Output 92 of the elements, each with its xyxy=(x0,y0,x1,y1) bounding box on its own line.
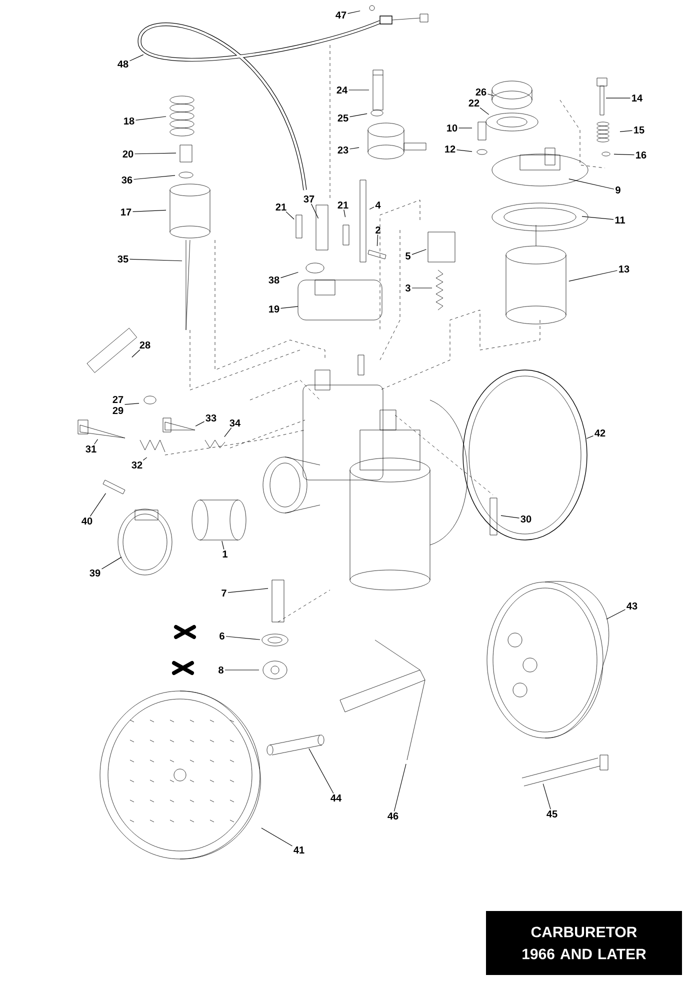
leader-line xyxy=(129,258,182,262)
leader-line xyxy=(280,272,298,278)
callout-number: 32 xyxy=(132,461,142,469)
callout-number: 1 xyxy=(222,550,228,558)
callout-number: 21 xyxy=(276,204,286,210)
leader-line xyxy=(132,349,140,358)
leader-line xyxy=(412,249,427,255)
leader-line xyxy=(129,54,144,62)
leader-line xyxy=(582,216,614,220)
leader-line xyxy=(133,175,176,180)
callout-number: 9 xyxy=(616,186,620,194)
callout-number: 31 xyxy=(86,445,96,453)
callout-number: 42 xyxy=(594,430,606,436)
callout-number: 44 xyxy=(330,794,342,802)
callout-number: 8 xyxy=(218,666,224,674)
callout-number: 5 xyxy=(406,252,410,260)
leader-line xyxy=(124,403,140,405)
leader-line xyxy=(568,270,618,282)
callout-number: 11 xyxy=(615,216,625,224)
callout-number: 21 xyxy=(338,202,348,208)
callout-number: 40 xyxy=(82,517,92,525)
callout-number: 46 xyxy=(388,812,398,820)
leader-line xyxy=(226,636,260,640)
callout-number: 33 xyxy=(206,414,216,422)
callout-number: 23 xyxy=(338,146,348,154)
leader-line xyxy=(542,784,551,810)
callout-number: 17 xyxy=(121,208,132,216)
callout-number: 12 xyxy=(445,146,456,152)
callout-number: 3 xyxy=(405,284,410,292)
leader-line xyxy=(261,828,293,846)
leader-line xyxy=(308,748,334,794)
leader-line xyxy=(101,556,122,570)
leader-line xyxy=(94,439,98,445)
callout-number: 10 xyxy=(447,124,458,132)
title-banner: CARBURETOR 1966 AND LATER xyxy=(486,911,682,975)
leader-line xyxy=(222,540,224,550)
callout-number: 15 xyxy=(634,126,644,134)
leader-line xyxy=(606,609,626,620)
leader-line xyxy=(286,211,294,220)
leader-line xyxy=(228,588,268,593)
leader-line xyxy=(344,209,346,218)
callout-number: 28 xyxy=(140,341,150,349)
callout-number: 35 xyxy=(118,255,128,263)
callout-number: 47 xyxy=(336,12,346,18)
leader-line xyxy=(480,107,490,115)
leader-line xyxy=(586,436,594,439)
callout-number: 13 xyxy=(619,265,630,273)
callout-number: 30 xyxy=(520,515,532,523)
leader-line xyxy=(487,94,494,96)
callout-number: 45 xyxy=(546,810,558,818)
leader-line xyxy=(376,234,378,246)
leader-line xyxy=(620,130,633,132)
callout-number: 26 xyxy=(476,88,486,96)
callout-number: 36 xyxy=(122,176,132,184)
leader-line xyxy=(195,421,205,426)
callout-number: 25 xyxy=(338,114,348,122)
leader-line xyxy=(280,306,298,309)
leader-line xyxy=(142,457,148,461)
leader-line xyxy=(456,149,472,152)
callout-number: 6 xyxy=(220,632,224,640)
leader-line xyxy=(394,764,406,812)
leader-line xyxy=(134,152,176,154)
leader-line xyxy=(369,206,374,210)
leader-line xyxy=(347,10,360,14)
leader-line xyxy=(135,116,166,120)
leader-line xyxy=(568,178,614,190)
leader-line xyxy=(500,515,520,518)
callout-number: 19 xyxy=(269,305,280,313)
callout-number: 27 29 xyxy=(112,396,124,414)
callout-number: 24 xyxy=(336,86,348,94)
callout-number: 48 xyxy=(118,60,128,68)
callout-number: 2 xyxy=(376,226,380,234)
leader-line xyxy=(349,147,360,150)
callout-number: 7 xyxy=(222,590,226,596)
callout-number: 38 xyxy=(268,276,280,284)
callout-number: 41 xyxy=(294,846,304,854)
leader-line xyxy=(132,210,166,212)
callout-number: 37 xyxy=(304,195,314,203)
callout-number: 4 xyxy=(375,202,381,208)
callout-number: 43 xyxy=(626,602,638,610)
leader-line xyxy=(224,427,232,438)
callout-number: 34 xyxy=(230,419,240,427)
callout-number: 18 xyxy=(124,117,134,125)
leader-line xyxy=(310,203,319,219)
callout-number: 14 xyxy=(632,94,642,102)
callout-number: 16 xyxy=(636,151,646,159)
leader-line xyxy=(614,154,635,156)
callout-number: 22 xyxy=(468,100,480,106)
leader-line xyxy=(90,493,106,517)
callout-number: 39 xyxy=(90,569,100,577)
callout-number: 20 xyxy=(122,150,134,158)
leader-line xyxy=(349,113,368,118)
